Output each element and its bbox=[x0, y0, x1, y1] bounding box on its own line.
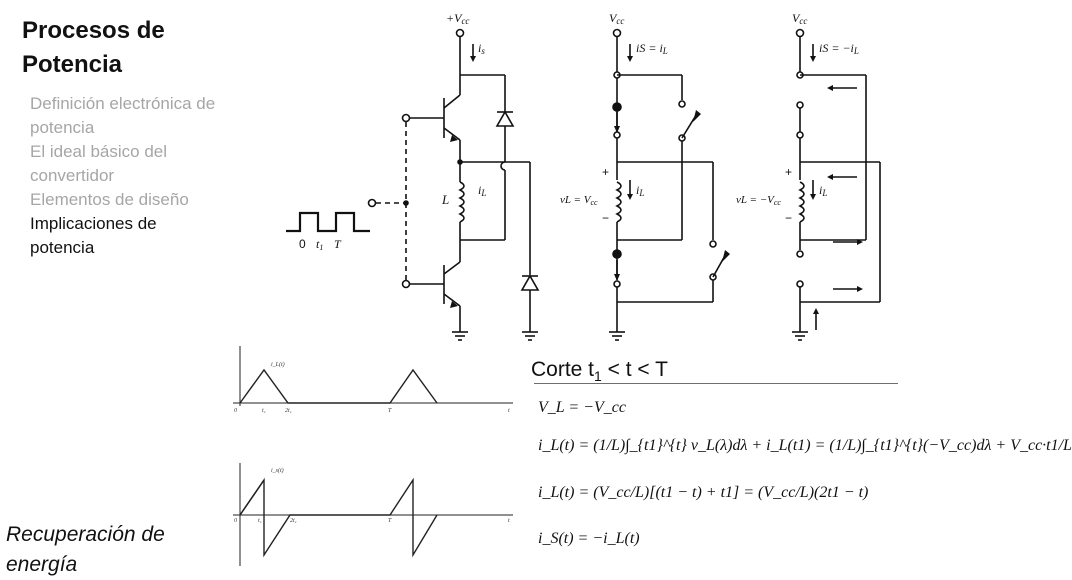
graph-top-tick-t: t bbox=[508, 408, 510, 414]
equation-is: i_S(t) = −i_L(t) bbox=[538, 530, 640, 547]
section-divider bbox=[534, 383, 898, 384]
inductor-current-sub-2: L bbox=[638, 188, 644, 198]
source-current-sub: s bbox=[481, 46, 485, 56]
supply-label-1: +V bbox=[446, 11, 463, 25]
slide-footer: Recuperación de energía bbox=[6, 523, 165, 576]
waveform-graph-is: i_s(t) 0 t₁ 2t₁ T t bbox=[233, 463, 513, 566]
svg-text:is: is bbox=[478, 41, 485, 56]
equation-vl: V_L = −V_cc bbox=[538, 399, 626, 416]
half-bridge-circuit bbox=[286, 28, 540, 341]
inductor-current-3: i bbox=[819, 183, 822, 197]
svg-text:Vcc: Vcc bbox=[609, 11, 624, 26]
time-label-t1: t bbox=[316, 237, 320, 251]
graph-top-tick-t1: t₁ bbox=[262, 408, 266, 414]
graph-top-tick-0: 0 bbox=[234, 408, 237, 414]
inductor-label: L bbox=[441, 192, 449, 207]
inductor-current-1: i bbox=[478, 183, 481, 197]
is-neg-text: S = −i bbox=[822, 41, 854, 55]
is-neg-label: i bbox=[819, 41, 822, 55]
supply-label-2: V bbox=[609, 11, 618, 25]
graph-bottom-label: i_s(t) bbox=[271, 467, 284, 474]
switch-model-circuit-on bbox=[609, 28, 728, 341]
minus-sign-3: − bbox=[785, 211, 792, 225]
circuit-diagrams: +Vcc Vcc Vcc is iS = iL iS = −iL L iL iL… bbox=[233, 11, 881, 566]
page-title: Procesos de Potencia bbox=[22, 17, 165, 78]
vl-neg-text: L = −V bbox=[740, 194, 775, 206]
svg-text:vL = −Vcc: vL = −Vcc bbox=[736, 194, 781, 207]
sidebar-nav: Definición electrónica de potencia El id… bbox=[30, 92, 220, 260]
sidebar-item-definicion[interactable]: Definición electrónica de potencia bbox=[30, 94, 216, 137]
sidebar-item-implicaciones[interactable]: Implicaciones de potencia bbox=[30, 214, 157, 257]
graph-bottom-tick-T: T bbox=[388, 518, 392, 524]
graph-bottom-tick-t1: t₁ bbox=[258, 518, 262, 524]
is-eq-text: S = i bbox=[639, 41, 662, 55]
is-eq-label: i bbox=[636, 41, 639, 55]
waveform-graph-il: i_L(t) 0 t₁ 2t₁ T t bbox=[233, 346, 513, 414]
section-heading-base: Corte t bbox=[531, 358, 595, 381]
svg-text:vL = Vcc: vL = Vcc bbox=[560, 194, 598, 207]
section-heading: Corte t1 < t < T bbox=[531, 358, 668, 384]
supply-sub-3: cc bbox=[799, 16, 807, 26]
source-current-label: i bbox=[478, 41, 481, 55]
graph-bottom-tick-2t1: 2t₁ bbox=[290, 518, 297, 524]
supply-label-3: V bbox=[792, 11, 801, 25]
minus-sign-2: − bbox=[602, 211, 609, 225]
svg-text:Vcc: Vcc bbox=[792, 11, 807, 26]
time-label-T: T bbox=[334, 237, 342, 251]
equation-il-integral: i_L(t) = (1/L)∫_{t1}^{t} v_L(λ)dλ + i_L(… bbox=[538, 437, 1072, 454]
time-label-t1-sub: 1 bbox=[319, 243, 323, 252]
svg-text:iL: iL bbox=[478, 183, 486, 198]
vl-pos-label: v bbox=[560, 194, 565, 206]
supply-sub-2: cc bbox=[616, 16, 624, 26]
vl-pos-text: L = V bbox=[564, 194, 592, 206]
plus-sign-2: + bbox=[602, 165, 609, 179]
is-eq-tail: L bbox=[662, 46, 668, 56]
graph-top-label: i_L(t) bbox=[271, 361, 285, 368]
inductor-current-2: i bbox=[636, 183, 639, 197]
svg-text:iL: iL bbox=[636, 183, 644, 198]
inductor-current-sub-1: L bbox=[480, 188, 486, 198]
vl-pos-tail: cc bbox=[590, 198, 598, 207]
graph-top-tick-T: T bbox=[388, 408, 392, 414]
sidebar-item-ideal-basico[interactable]: El ideal básico del convertidor bbox=[30, 142, 168, 185]
graph-bottom-tick-0: 0 bbox=[234, 518, 237, 524]
vl-neg-label: v bbox=[736, 194, 741, 206]
graph-bottom-tick-t: t bbox=[508, 518, 510, 524]
svg-text:+Vcc: +Vcc bbox=[446, 11, 469, 26]
inductor-current-sub-3: L bbox=[821, 188, 827, 198]
circuit-labels: +Vcc Vcc Vcc is iS = iL iS = −iL L iL iL… bbox=[299, 11, 859, 252]
is-neg-tail: L bbox=[853, 46, 859, 56]
supply-sub-1: cc bbox=[461, 16, 469, 26]
svg-text:iS = −iL: iS = −iL bbox=[819, 41, 859, 56]
current-arrowheads bbox=[450, 56, 863, 314]
plus-sign-3: + bbox=[785, 165, 792, 179]
vl-neg-tail: cc bbox=[774, 198, 782, 207]
sidebar-item-elementos[interactable]: Elementos de diseño bbox=[30, 190, 189, 209]
svg-text:t1: t1 bbox=[316, 237, 323, 252]
time-label-0: 0 bbox=[299, 237, 306, 251]
graph-top-tick-2t1: 2t₁ bbox=[285, 408, 292, 414]
section-heading-sub: 1 bbox=[594, 368, 602, 385]
svg-text:iS = iL: iS = iL bbox=[636, 41, 668, 56]
svg-text:iL: iL bbox=[819, 183, 827, 198]
equation-il-result: i_L(t) = (V_cc/L)[(t1 − t) + t1] = (V_cc… bbox=[538, 484, 869, 501]
switch-model-circuit-recovery bbox=[792, 28, 881, 341]
section-heading-rest: < t < T bbox=[601, 358, 668, 381]
